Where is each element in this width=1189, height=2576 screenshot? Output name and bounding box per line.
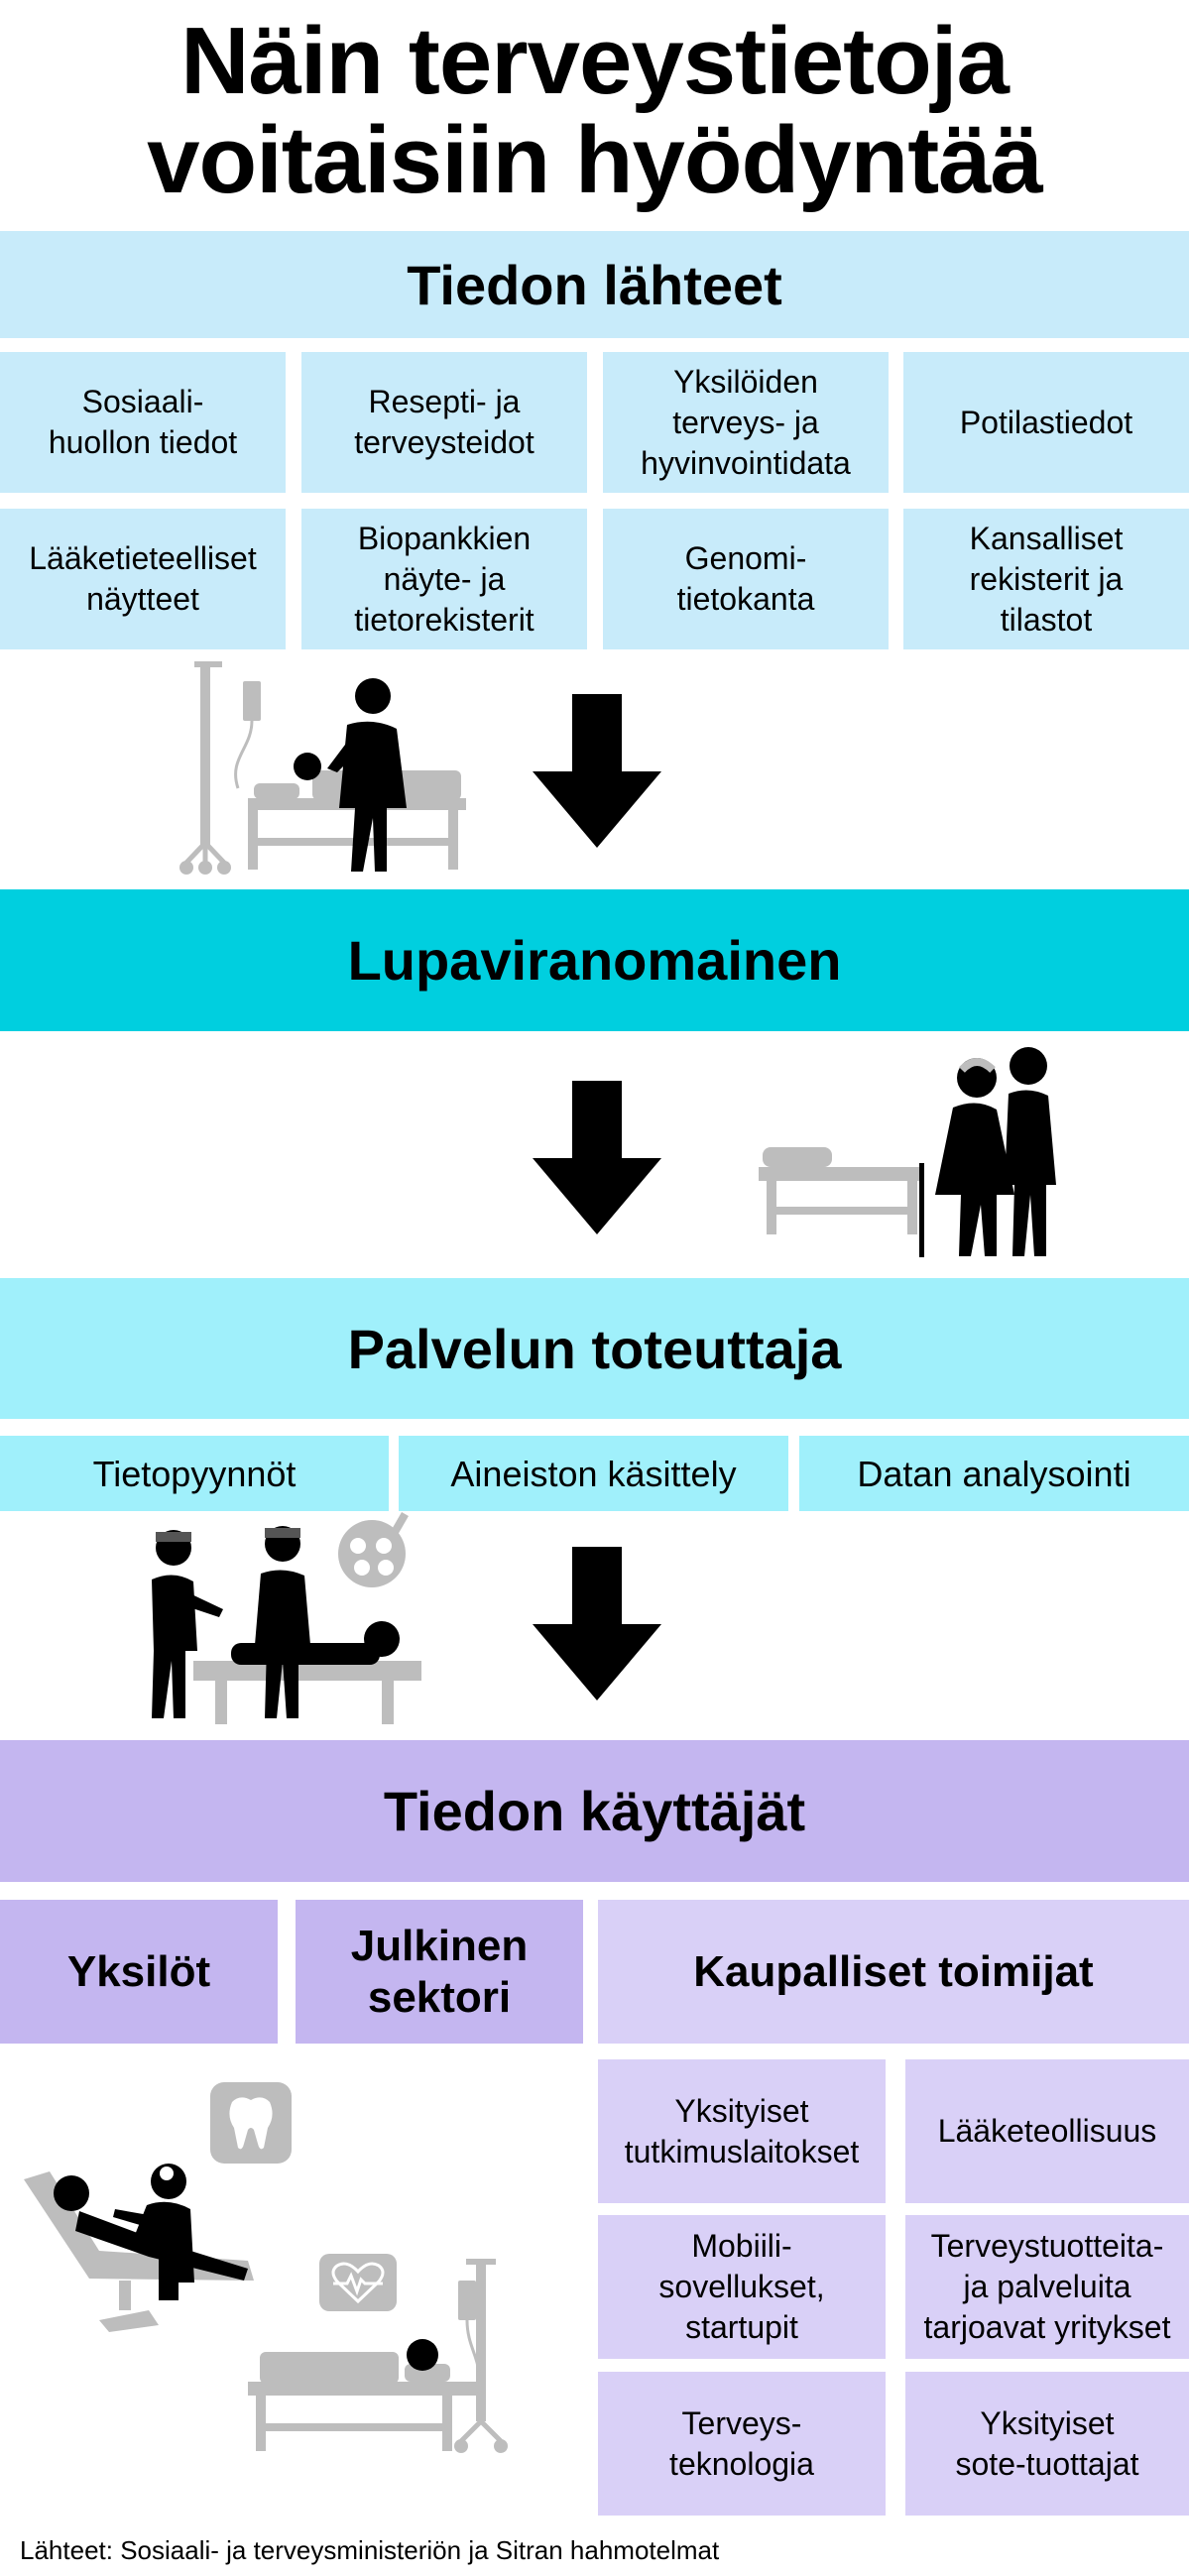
users-individuals: Yksilöt xyxy=(0,1900,278,2044)
commercial-item-line: teknologia xyxy=(669,2445,814,2482)
commercial-item-line: ja palveluita xyxy=(963,2269,1131,2304)
source-item-line: näytteet xyxy=(86,581,199,617)
commercial-item-line: sovellukset, xyxy=(658,2269,825,2304)
source-item-line: terveys- ja xyxy=(672,404,819,440)
source-item-line: Sosiaali- xyxy=(81,384,204,419)
sources-footnote: Lähteet: Sosiaali- ja terveysministeriön… xyxy=(20,2535,720,2565)
source-item-line: Potilastiedot xyxy=(959,404,1133,440)
provider-item-requests: Tietopyynnöt xyxy=(0,1436,389,1511)
source-item-line: Resepti- ja xyxy=(368,384,521,419)
commercial-item-line: tutkimuslaitokset xyxy=(624,2133,860,2169)
source-item: Kansalliset rekisterit ja tilastot xyxy=(903,509,1189,649)
source-item-line: Yksilöiden xyxy=(673,363,818,400)
commercial-item: Yksityiset tutkimuslaitokset xyxy=(598,2059,886,2203)
title-line-1: Näin terveystietoja xyxy=(180,8,1010,114)
dentist-icon xyxy=(24,2164,254,2332)
source-item-line: Kansalliset xyxy=(969,520,1124,556)
source-item-line: tilastot xyxy=(1000,601,1093,638)
source-item-line: hyvinvointidata xyxy=(641,444,851,481)
provider-item-processing: Aineiston käsittely xyxy=(399,1436,788,1511)
source-item-line: tietokanta xyxy=(676,581,815,617)
down-arrow-icon xyxy=(533,694,661,848)
users-heading: Tiedon käyttäjät xyxy=(0,1740,1189,1882)
patient-bed-icon xyxy=(248,2259,508,2453)
commercial-item-line: startupit xyxy=(685,2309,798,2345)
source-item-line: rekisterit ja xyxy=(969,560,1124,597)
commercial-item: Yksityiset sote-tuottajat xyxy=(905,2372,1189,2516)
source-item-line: tietorekisterit xyxy=(354,601,535,638)
users-public-line: sektori xyxy=(367,1972,512,2022)
commercial-item: Mobiili-sovellukset, startupit xyxy=(598,2215,886,2359)
source-item-line: Biopankkien xyxy=(357,520,532,556)
source-item: Biopankkien näyte- ja tietorekisterit xyxy=(301,509,587,649)
commercial-item: Terveystuotteita-ja palveluita tarjoavat … xyxy=(905,2215,1189,2359)
source-item: Resepti- ja terveysteidot xyxy=(301,352,587,493)
commercial-item-line: sote-tuottajat xyxy=(955,2445,1139,2482)
surgery-icon xyxy=(152,1512,421,1724)
commercial-item-line: Yksityiset xyxy=(980,2404,1115,2441)
source-item: Genomi-tietokanta xyxy=(603,509,889,649)
commercial-item-line: tarjoavat yritykset xyxy=(923,2309,1171,2345)
source-item-line: näyte- ja xyxy=(383,560,506,597)
tooth-icon xyxy=(210,2082,292,2164)
provider-item-analysis: Datan analysointi xyxy=(799,1436,1189,1511)
provider-heading: Palvelun toteuttaja xyxy=(0,1278,1189,1419)
users-commercial: Kaupalliset toimijat xyxy=(598,1900,1189,2044)
page-title: Näin terveystietoja voitaisiin hyödyntää xyxy=(0,0,1189,228)
commercial-item: Lääketeollisuus xyxy=(905,2059,1189,2203)
users-public-line: Julkinen xyxy=(350,1921,529,1970)
commercial-item: Terveys-teknologia xyxy=(598,2372,886,2516)
heart-monitor-icon xyxy=(319,2254,397,2311)
authority-heading: Lupaviranomainen xyxy=(0,889,1189,1031)
commercial-item-line: Terveystuotteita- xyxy=(930,2228,1164,2264)
elderly-couple-icon xyxy=(759,1047,1056,1257)
sources-heading: Tiedon lähteet xyxy=(0,231,1189,338)
source-item-line: terveysteidot xyxy=(354,424,535,460)
down-arrow-icon xyxy=(533,1081,661,1234)
source-item: Yksilöiden terveys- ja hyvinvointidata xyxy=(603,352,889,493)
source-item-line: Genomi- xyxy=(684,540,807,576)
hospital-bed-nurse-icon xyxy=(179,661,466,875)
commercial-item-line: Lääketeollisuus xyxy=(937,2113,1157,2149)
commercial-item-line: Terveys- xyxy=(681,2404,802,2441)
source-item-line: huollon tiedot xyxy=(48,424,238,460)
commercial-item-line: Yksityiset xyxy=(674,2092,809,2129)
commercial-item-line: Mobiili- xyxy=(691,2228,792,2264)
source-item: Lääketieteelliset näytteet xyxy=(0,509,286,649)
source-item: Potilastiedot xyxy=(903,352,1189,493)
source-item-line: Lääketieteelliset xyxy=(29,540,257,576)
source-item: Sosiaali-huollon tiedot xyxy=(0,352,286,493)
down-arrow-icon xyxy=(533,1547,661,1700)
title-line-2: voitaisiin hyödyntää xyxy=(147,107,1043,213)
